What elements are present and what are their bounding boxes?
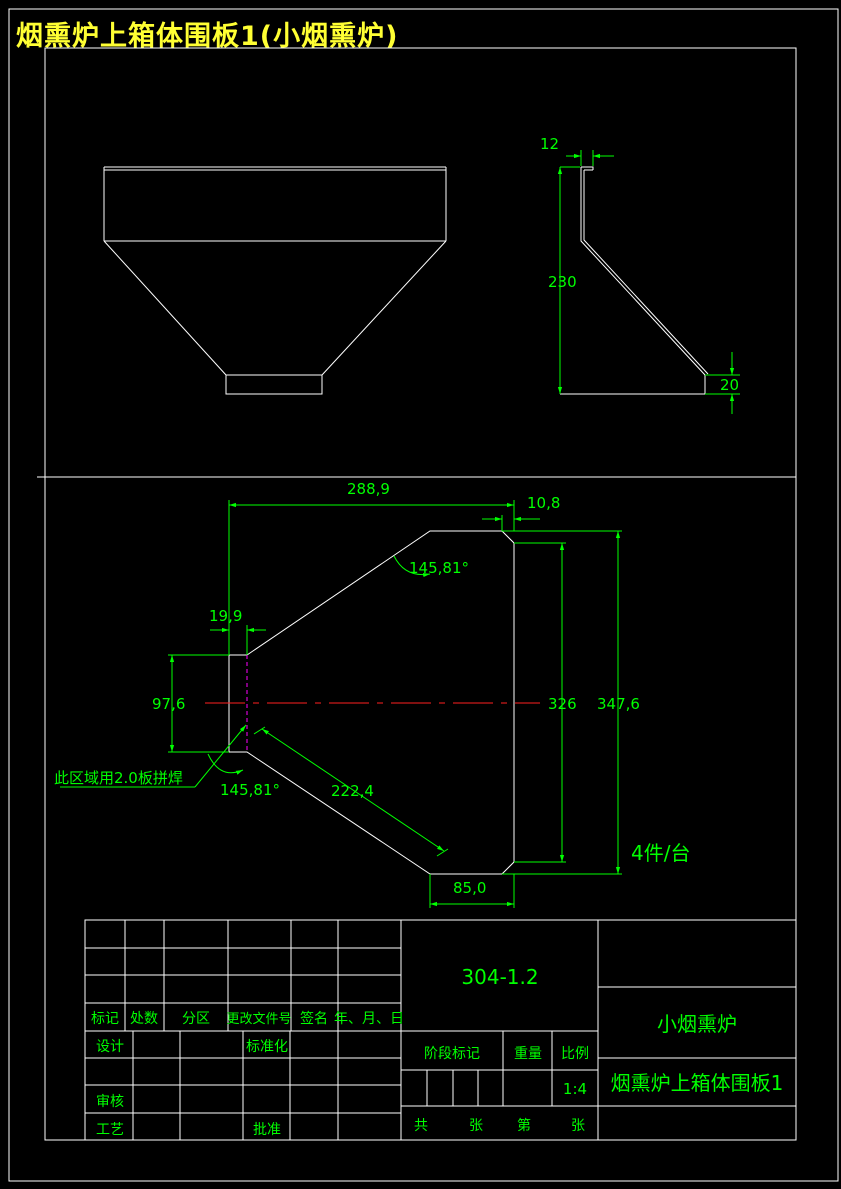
role-approve-label: 批准	[253, 1122, 281, 1138]
weld-note: 此区域用2.0板拼焊	[54, 769, 183, 787]
role-process-label: 工艺	[96, 1122, 124, 1138]
dim-bottom-width-label: 85,0	[453, 879, 486, 897]
side-view	[557, 150, 740, 414]
drawing-title: 烟熏炉上箱体围板1(小烟熏炉)	[16, 21, 399, 52]
revision-header-zone: 分区	[182, 1011, 210, 1027]
weight-label: 重量	[514, 1046, 542, 1062]
part-name: 烟熏炉上箱体围板1	[611, 1071, 784, 1095]
angle-bottom-label: 145,81°	[220, 781, 280, 799]
dim-top-offset-label: 10,8	[527, 494, 560, 512]
role-design-label: 设计	[96, 1039, 124, 1055]
flat-pattern-dimensions	[60, 500, 622, 908]
dim-outer-height-label: 347,6	[597, 695, 640, 713]
dim-left-height-label: 97,6	[152, 695, 185, 713]
angle-top-label: 145,81°	[409, 559, 469, 577]
revision-header-mark: 标记	[91, 1011, 119, 1027]
scale-value: 1:4	[563, 1080, 587, 1098]
dim-diagonal-label: 222,4	[331, 782, 374, 800]
sheet-index-label: 第	[517, 1117, 531, 1134]
outer-frame	[8, 8, 839, 1182]
dim-overall-width-label: 288,9	[347, 480, 390, 498]
inner-frame	[44, 47, 797, 1141]
drawing-number: 304-1.2	[461, 965, 538, 989]
title-block-grid	[84, 919, 797, 1141]
revision-header-count: 处数	[130, 1011, 158, 1027]
revision-header-change-doc: 更改文件号	[226, 1012, 291, 1027]
quantity-note: 4件/台	[631, 841, 690, 865]
dim-left-strip-label: 19,9	[209, 607, 242, 625]
sheet-total-label: 共	[414, 1118, 428, 1134]
front-view	[103, 166, 447, 395]
revision-header-row: 标记 处数 分区 更改文件号 签名 年、月、日	[91, 1010, 404, 1027]
dim-side-height-label: 230	[548, 273, 577, 291]
role-review-label: 审核	[96, 1094, 124, 1110]
scale-label: 比例	[561, 1046, 589, 1062]
sheet-unit-label-1: 张	[469, 1118, 483, 1134]
sheet-unit-label-2: 张	[571, 1118, 585, 1134]
revision-header-date: 年、月、日	[334, 1011, 404, 1027]
dim-inner-height-label: 326	[548, 695, 577, 713]
dim-side-top-label: 12	[540, 135, 559, 153]
product-name: 小烟熏炉	[657, 1012, 737, 1036]
revision-header-signature: 签名	[300, 1010, 328, 1027]
stage-label: 阶段标记	[424, 1046, 480, 1062]
dim-side-bottom-label: 20	[720, 376, 739, 394]
role-standard-label: 标准化	[246, 1039, 288, 1055]
